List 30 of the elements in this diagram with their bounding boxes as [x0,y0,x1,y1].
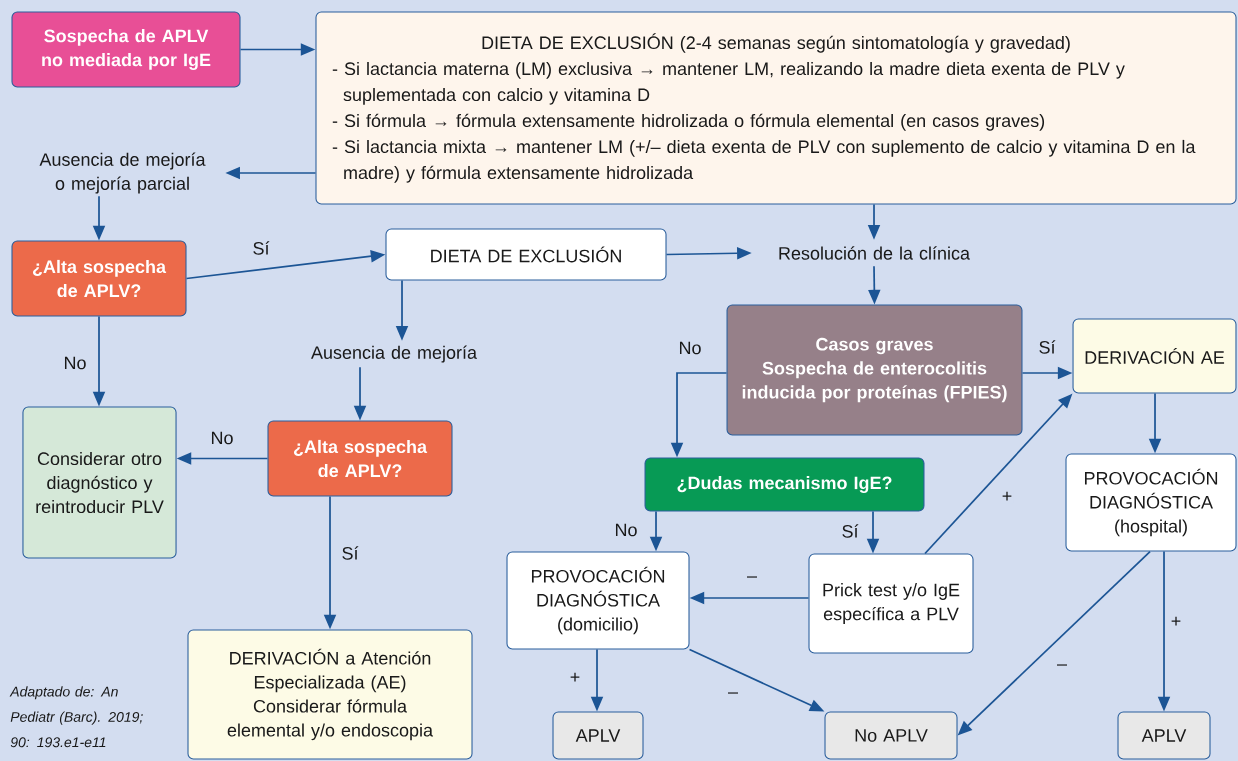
edge-label: + [1169,615,1183,629]
process-box: DERIVACIÓN a Atención Especializada (AE) Considerar fórmula elemental y/o endoscopia [187,629,473,760]
caption: Adaptado de: An Pediatr (Barc). 2019; 90: 193.e1-e11 [9,686,143,748]
edge-label: No [613,522,639,538]
process-box: Considerar otro diagnóstico y reintroducir PLV [22,406,177,559]
step-text: Resolución de la clínica [779,246,970,260]
edge-label: – [745,575,759,583]
process-box: Sospecha de APLV no mediada por IgE [11,11,241,88]
edge-label: – [1055,663,1069,671]
process-box: DIETA DE EXCLUSIÓN [385,228,667,281]
outcome-box: No APLV [824,711,958,760]
outcome-box: APLV [1117,711,1211,760]
edge-label: No [209,430,235,446]
edge-label: No [62,355,88,371]
edge-label: – [726,691,740,699]
process-box: PROVOCACIÓN DIAGNÓSTICA (hospital) [1065,453,1237,552]
outcome-box: APLV [552,711,644,760]
step-text: Ausencia de mejoría o mejoría parcial [39,152,206,194]
edge-label: + [1000,490,1014,504]
decision-box: ¿Alta sospecha de APLV? [267,420,453,497]
edge-label: + [568,671,582,685]
process-box: Casos graves Sospecha de enterocolitis inducida por proteínas (FPIES) [726,304,1023,436]
edge-label: No [677,340,703,356]
step-text: Ausencia de mejoría [311,345,477,363]
process-box: Prick test y/o IgE específica a PLV [808,553,974,654]
decision-box: ¿Alta sospecha de APLV? [11,240,187,317]
process-box: PROVOCACIÓN DIAGNÓSTICA (domicilio) [506,551,690,650]
decision-box: ¿Dudas mecanismo IgE? [644,457,925,512]
process-box: DERIVACIÓN AE [1072,318,1237,394]
process-box: DIETA DE EXCLUSIÓN (2-4 semanas según sintomatología y gravedad) - Si lactancia materna (LM) exclusiva → mantener LM, realizando la madre dieta exenta de PLV y suplementada con calcio y vitamina D - Si fórmula → fórmula extensamente hidrolizada o fórmula elemental (en casos graves) - Si lactancia mixta → mantener LM (+/– dieta exenta de PLV con suplemento de calcio y vitamina D en la madre) y fórmula extensamente hidrolizada [315,11,1237,205]
